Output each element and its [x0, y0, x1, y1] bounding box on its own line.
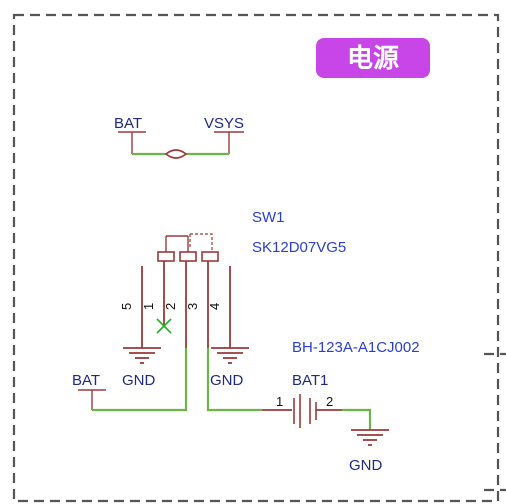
switch-pin-3: 3 [185, 303, 200, 310]
net-label-gnd-1: GND [122, 372, 156, 389]
wire-sw-to-battery [206, 348, 262, 412]
no-connect-x-icon [156, 318, 172, 334]
battery-pin-2: 2 [326, 394, 333, 409]
switch-pin-4: 4 [207, 303, 222, 310]
battery-ref: BAT1 [292, 372, 328, 389]
net-label-vsys: VSYS [204, 115, 244, 132]
switch-pin-1: 1 [141, 303, 156, 310]
switch-part: SK12D07VG5 [252, 239, 346, 256]
battery-part: BH-123A-A1CJ002 [292, 339, 420, 356]
bat-vsys-jumper-group: BAT VSYS [114, 115, 244, 159]
switch-sw1: SW1 SK12D07VG5 5 1 2 3 4 [119, 209, 346, 348]
net-label-bat-bottom: BAT [72, 372, 100, 389]
net-label-gnd-3: GND [349, 457, 383, 474]
solder-jumper-icon [164, 149, 188, 159]
battery-icon [293, 394, 317, 428]
switch-pin-2: 2 [163, 303, 178, 310]
title-badge: 电源 [316, 38, 430, 78]
ground-icon [123, 347, 161, 364]
switch-ref: SW1 [252, 209, 285, 226]
page-title: 电源 [347, 44, 399, 74]
battery-bat1: BH-123A-A1CJ002 BAT1 1 2 [262, 339, 420, 428]
switch-pin-5: 5 [119, 303, 134, 310]
net-label-bat-top: BAT [114, 115, 142, 132]
net-label-gnd-2: GND [210, 372, 244, 389]
wire-battery-to-gnd [342, 408, 372, 430]
ground-icon [351, 429, 389, 446]
battery-pin-1: 1 [276, 394, 283, 409]
sheet-frame [12, 13, 506, 503]
bat-bottom-group: BAT [72, 348, 188, 412]
ground-icon [211, 347, 249, 364]
